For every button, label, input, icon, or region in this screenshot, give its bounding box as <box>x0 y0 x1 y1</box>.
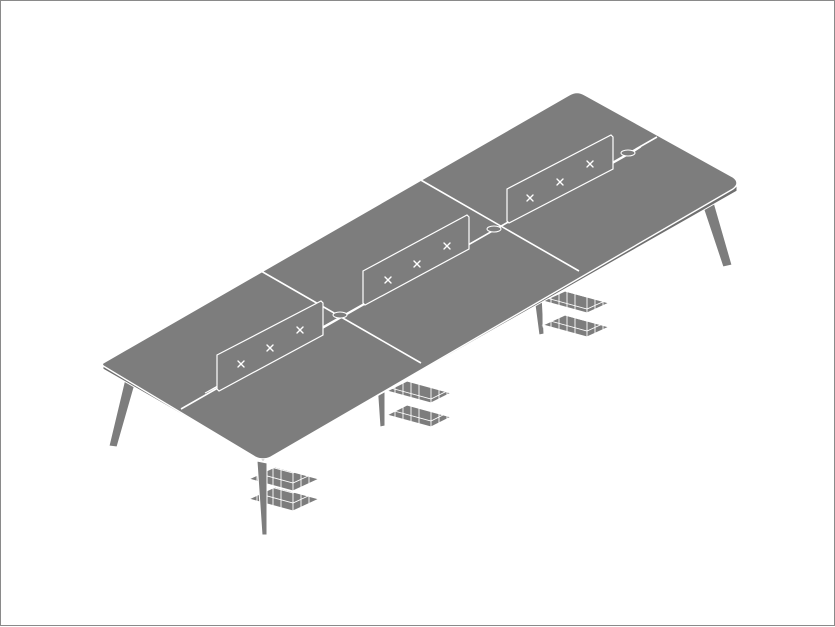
screen-clip-icon <box>526 194 534 202</box>
privacy-screen-middle <box>362 214 470 306</box>
privacy-screen-left <box>216 300 324 392</box>
screen-clip-icon <box>237 360 245 368</box>
screen-clip-icon <box>266 344 274 352</box>
screen-clip-icon <box>556 178 564 186</box>
cable-port-left <box>332 311 348 319</box>
desk-leg-front <box>256 460 268 536</box>
desk-seam-right <box>418 178 580 272</box>
storage-basket-middle <box>385 363 453 430</box>
screen-clip-icon <box>296 326 304 334</box>
cable-port-middle <box>486 225 502 233</box>
screen-clip-icon <box>443 242 451 250</box>
storage-basket-right <box>541 273 611 340</box>
desk-leg-left <box>108 376 138 448</box>
screen-clip-icon <box>413 260 421 268</box>
cable-port-right <box>620 149 636 157</box>
screen-clip-icon <box>586 160 594 168</box>
privacy-screen-right <box>506 134 614 224</box>
screen-clip-icon <box>384 276 392 284</box>
